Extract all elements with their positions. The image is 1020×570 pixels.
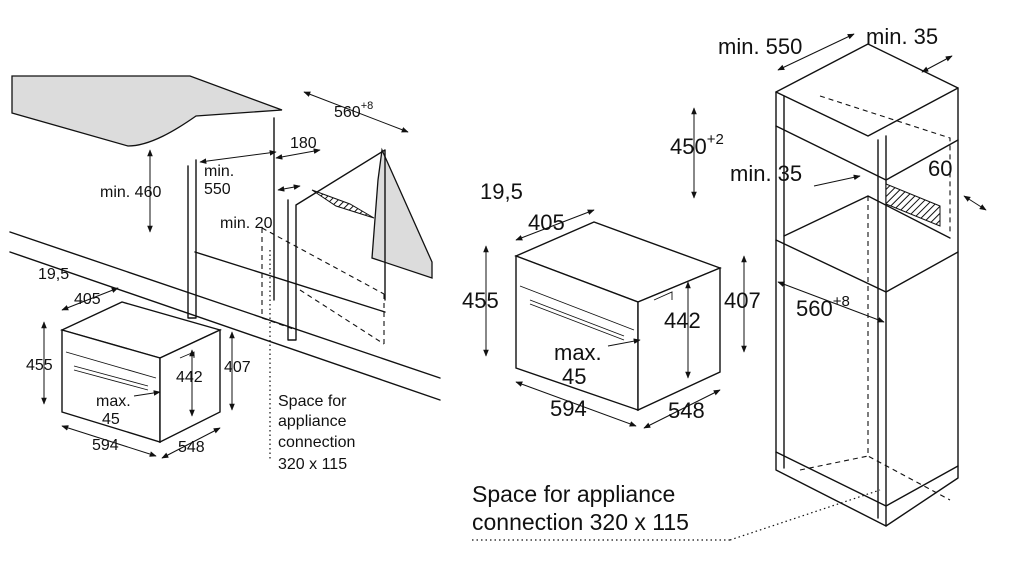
left-diagram: 560+8 180 min. 460 min. 550 min. 20 19,5… <box>9 75 441 473</box>
left-dim-560-line <box>303 91 409 133</box>
left-connection-line1: Space for <box>278 393 347 410</box>
right-label-min550: min. 550 <box>718 34 802 59</box>
right-label-450: 450+2 <box>670 131 724 159</box>
left-dim-180-line <box>275 148 321 160</box>
left-label-max: max. <box>96 393 131 410</box>
right-label-548: 548 <box>668 398 705 423</box>
left-connection-line3: connection <box>278 434 355 451</box>
right-diagram: min. 550 min. 35 450+2 min. 35 60 560+8 … <box>462 24 987 541</box>
left-connection-line4: 320 x 115 <box>278 456 347 473</box>
right-label-19-5: 19,5 <box>480 179 523 204</box>
left-label-548: 548 <box>178 439 205 456</box>
left-connection-space <box>261 227 385 345</box>
right-label-max: max. <box>554 340 602 365</box>
right-label-60: 60 <box>928 156 952 181</box>
right-dim-35-mid-line <box>813 174 861 187</box>
right-housing-hidden <box>799 95 951 501</box>
left-label-180: 180 <box>290 135 317 152</box>
right-label-594: 594 <box>550 396 587 421</box>
left-dim-405-line <box>61 287 119 311</box>
right-dim-548-line <box>643 389 721 429</box>
left-vent <box>311 189 375 219</box>
left-label-405: 405 <box>74 291 101 308</box>
left-label-455: 455 <box>26 357 53 374</box>
right-label-407: 407 <box>724 288 761 313</box>
right-connection-line2: connection 320 x 115 <box>472 509 689 535</box>
left-label-594: 594 <box>92 437 119 454</box>
right-housing-base <box>775 451 959 507</box>
left-cabinet-side-a <box>187 117 275 319</box>
right-label-min35-mid: min. 35 <box>730 161 802 186</box>
left-dim-20-line <box>277 184 301 192</box>
left-connection-line2: appliance <box>278 413 347 430</box>
right-dim-60-line <box>963 195 987 211</box>
right-label-min35-top: min. 35 <box>866 24 938 49</box>
left-label-min20: min. 20 <box>220 215 273 232</box>
left-label-407: 407 <box>224 359 251 376</box>
right-connection-leader <box>729 489 881 541</box>
right-housing-shelf-top <box>775 125 959 181</box>
right-dim-550-line <box>777 33 855 71</box>
left-label-min460: min. 460 <box>100 184 161 201</box>
right-connection-line1: Space for appliance <box>472 481 675 507</box>
left-label-19-5: 19,5 <box>38 266 69 283</box>
left-label-442: 442 <box>176 369 203 386</box>
left-label-min: min. <box>204 163 234 180</box>
right-oven-controls <box>653 291 673 301</box>
right-label-405: 405 <box>528 210 565 235</box>
left-label-550: 550 <box>204 181 231 198</box>
left-dim-max45-line <box>133 390 161 397</box>
left-dim-550-line <box>199 150 277 164</box>
right-label-455: 455 <box>462 288 499 313</box>
left-label-45: 45 <box>102 411 120 428</box>
left-worktop <box>11 75 283 147</box>
left-label-560: 560+8 <box>334 100 373 121</box>
left-worktop-right <box>371 147 433 279</box>
right-oven-handle <box>529 299 625 341</box>
right-dim-35-top-line <box>921 55 953 73</box>
right-housing-front <box>775 91 887 527</box>
right-housing-back <box>885 87 959 527</box>
left-floor-lines <box>9 231 441 401</box>
left-cabinet-side-b <box>287 149 386 341</box>
right-oven-side <box>637 266 721 412</box>
right-vent <box>885 183 941 227</box>
right-dim-560-line <box>777 281 885 323</box>
left-dim-548-line <box>161 427 221 459</box>
right-oven-door-line <box>519 285 635 331</box>
left-oven-door-line <box>65 351 157 379</box>
right-label-560: 560+8 <box>796 293 850 321</box>
right-label-442: 442 <box>664 308 701 333</box>
right-dim-594-line <box>515 381 637 427</box>
left-oven-handle <box>73 365 149 391</box>
right-dim-405-line <box>515 209 595 241</box>
left-dim-594-line <box>61 425 157 457</box>
right-dim-max45-line <box>607 338 641 347</box>
right-label-45: 45 <box>562 364 586 389</box>
